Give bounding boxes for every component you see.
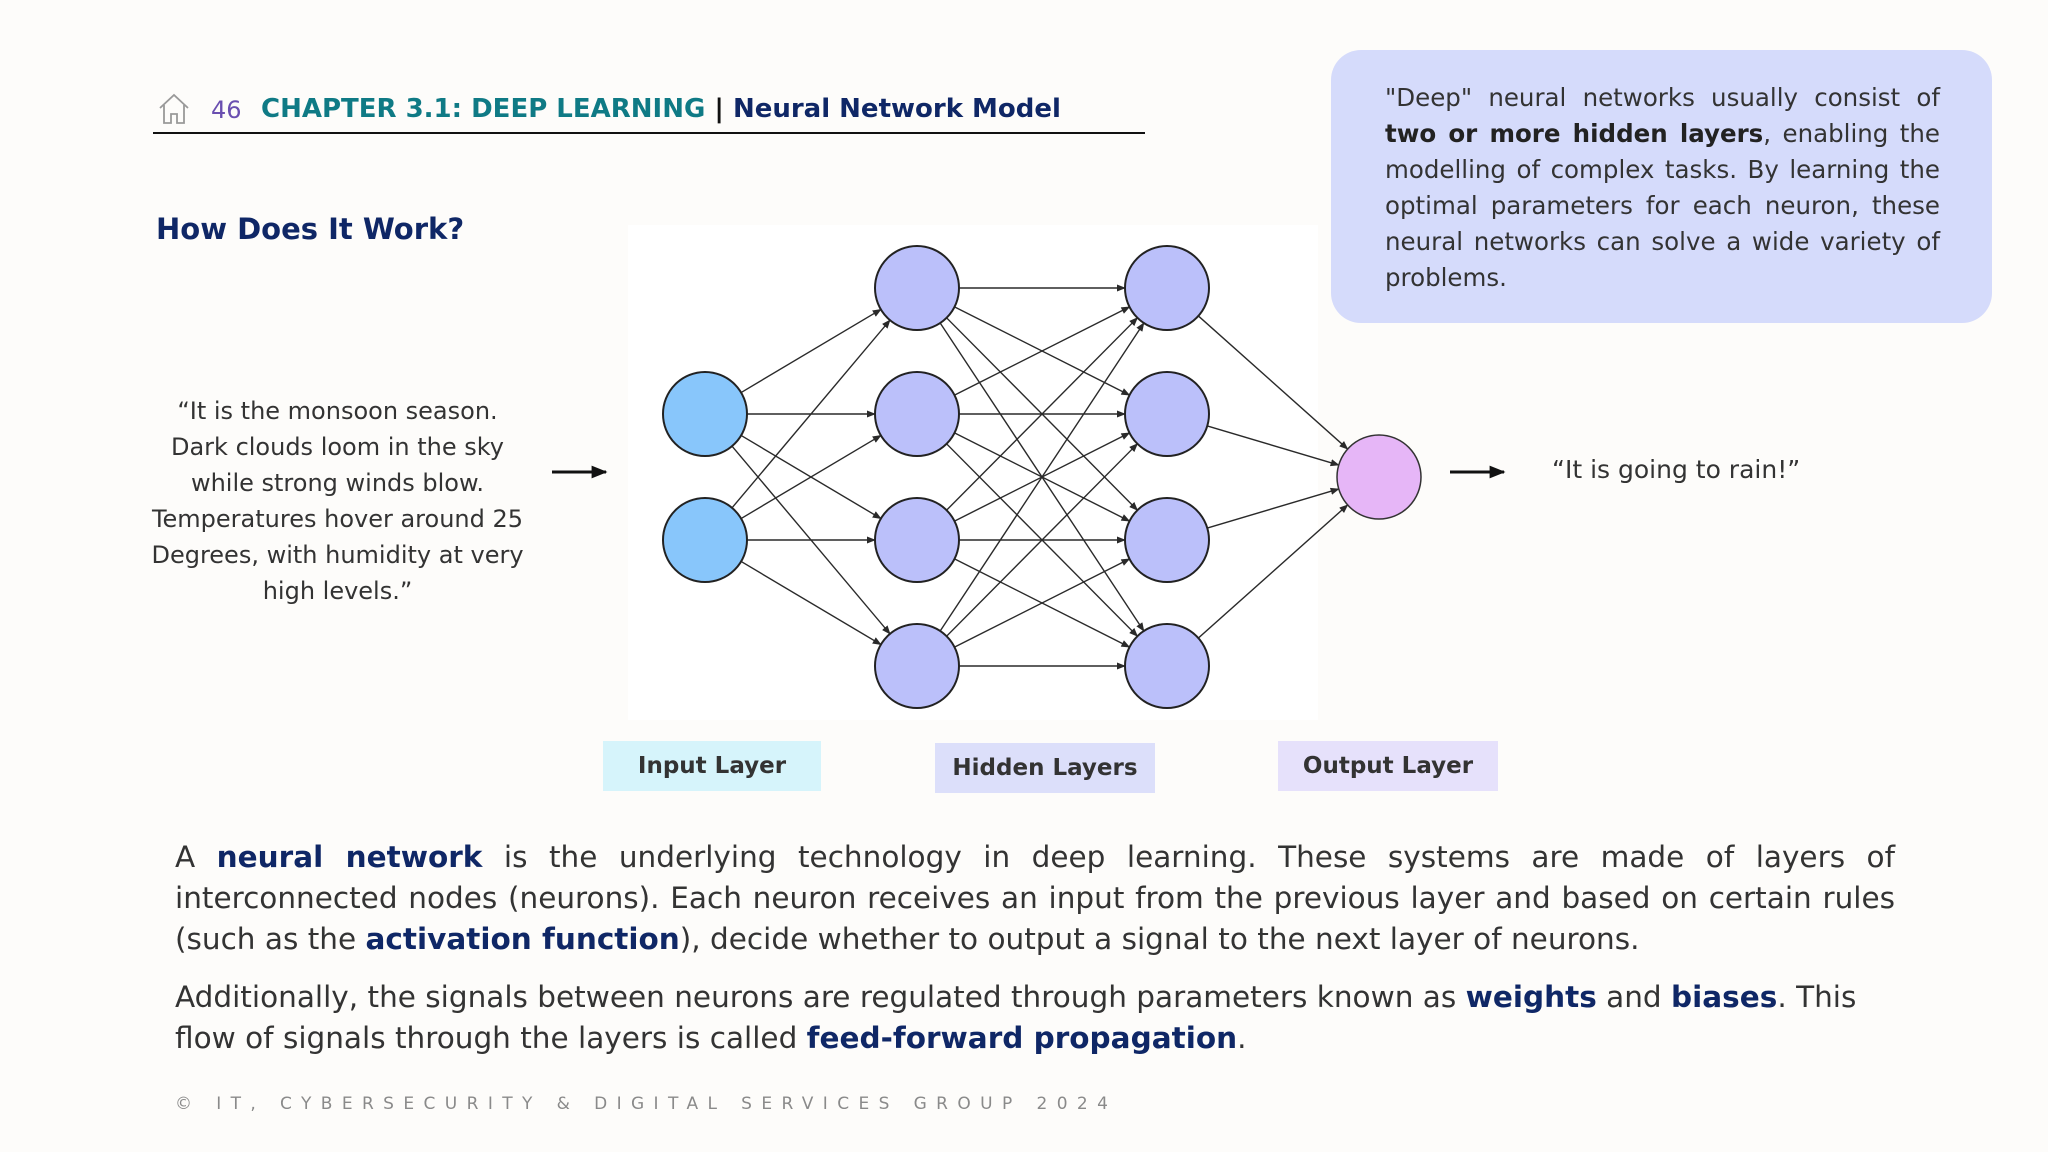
- section-subtitle: Neural Network Model: [732, 94, 1061, 124]
- connection-edge: [1197, 504, 1349, 639]
- header-bar: 46 CHAPTER 3.1: DEEP LEARNING | Neural N…: [153, 92, 1145, 134]
- hidden-neuron: [1124, 245, 1210, 331]
- connection-edge: [954, 558, 1131, 648]
- connection-edge: [1207, 487, 1340, 529]
- footer-copyright: © IT, CYBERSECURITY & DIGITAL SERVICES G…: [175, 1094, 1118, 1114]
- connection-edge: [740, 560, 882, 646]
- para-text: Additionally, the signals between neuron…: [175, 980, 1466, 1014]
- chapter-title: CHAPTER 3.1: DEEP LEARNING | Neural Netw…: [261, 94, 1061, 124]
- para-text: A: [175, 840, 217, 874]
- info-text-part: , enabling the modelling of complex task…: [1385, 119, 1940, 292]
- para-text: ), decide whether to output a signal to …: [679, 922, 1640, 956]
- output-example-quote: “It is going to rain!”: [1552, 455, 1801, 484]
- info-callout: "Deep" neural networks usually consist o…: [1331, 50, 1992, 323]
- connection-edge: [946, 317, 1139, 511]
- info-text-bold: two or more hidden layers: [1385, 119, 1764, 148]
- info-text: "Deep" neural networks usually consist o…: [1385, 80, 1940, 296]
- header-separator: |: [714, 94, 724, 124]
- hidden-neuron: [874, 497, 960, 583]
- chapter-label: CHAPTER 3.1: DEEP LEARNING: [261, 94, 706, 124]
- para-keyword: weights: [1465, 980, 1597, 1014]
- para-keyword: biases: [1671, 980, 1778, 1014]
- connections: [731, 284, 1349, 670]
- home-icon[interactable]: [157, 92, 191, 126]
- para-text: is the underlying technology in deep lea…: [175, 840, 1895, 956]
- diagram-background: [628, 225, 1318, 720]
- section-heading: How Does It Work?: [156, 212, 465, 246]
- para-keyword: feed-forward propagation: [806, 1021, 1238, 1055]
- connection-edge: [740, 308, 882, 394]
- hidden-neuron: [874, 623, 960, 709]
- body-paragraph-1: A neural network is the underlying techn…: [175, 837, 1895, 960]
- output-neuron: [1336, 434, 1422, 520]
- body-paragraph-2: Additionally, the signals between neuron…: [175, 977, 1895, 1059]
- connection-edge: [946, 443, 1139, 637]
- input-neuron: [662, 371, 748, 457]
- input-example-quote: “It is the monsoon season. Dark clouds l…: [151, 397, 524, 605]
- output-layer-label: Output Layer: [1278, 741, 1498, 791]
- hidden-layers-label: Hidden Layers: [935, 743, 1155, 793]
- info-text-part: "Deep" neural networks usually consist o…: [1385, 83, 1940, 112]
- para-keyword: activation function: [365, 922, 680, 956]
- para-text: and: [1596, 980, 1672, 1014]
- connection-edge: [740, 434, 882, 520]
- para-text: . This flow of signals through the layer…: [175, 980, 1857, 1055]
- input-neuron: [662, 497, 748, 583]
- page-number: 46: [211, 96, 242, 124]
- neurons: [662, 245, 1422, 709]
- hidden-neuron: [874, 371, 960, 457]
- hidden-neuron: [1124, 623, 1210, 709]
- hidden-neuron: [1124, 497, 1210, 583]
- connection-edge: [954, 306, 1131, 396]
- connection-edge: [731, 319, 891, 509]
- hidden-neuron: [1124, 371, 1210, 457]
- para-keyword: neural network: [216, 840, 483, 874]
- connection-edge: [1207, 425, 1340, 467]
- connection-edge: [939, 322, 1145, 632]
- hidden-neuron: [874, 245, 960, 331]
- connection-edge: [1197, 315, 1349, 450]
- input-layer-label: Input Layer: [603, 741, 821, 791]
- para-text: .: [1237, 1021, 1247, 1055]
